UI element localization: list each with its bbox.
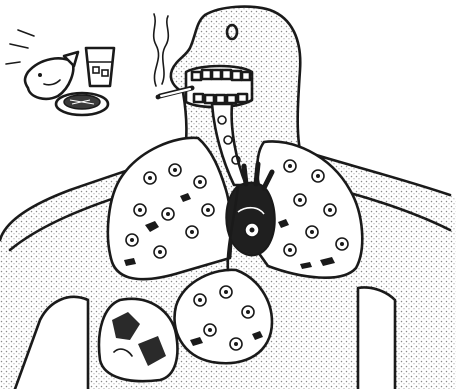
mouth	[186, 66, 252, 107]
left-lung	[108, 138, 231, 279]
water-glass-icon	[86, 48, 114, 86]
smoke-icon	[154, 14, 169, 86]
motion-lines	[6, 30, 34, 64]
fish-icon	[25, 52, 78, 99]
meat-plate-icon	[56, 93, 108, 115]
